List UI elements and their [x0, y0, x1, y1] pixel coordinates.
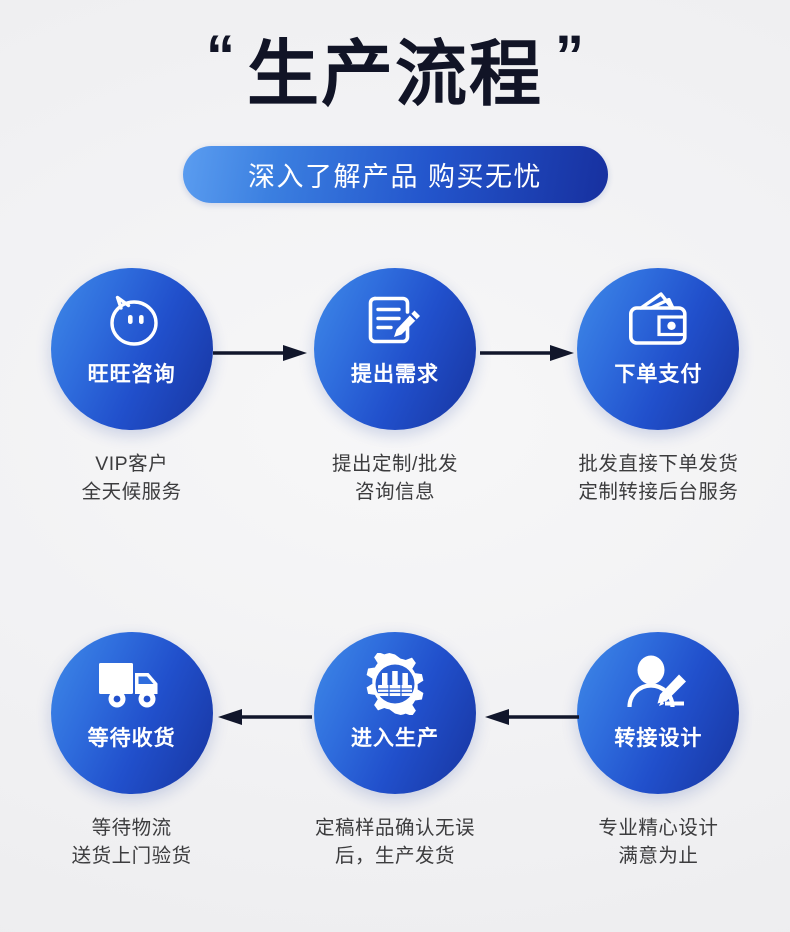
step-caption: 等待物流 送货上门验货: [72, 814, 192, 871]
step-caption: 专业精心设计 满意为止: [598, 814, 718, 871]
step-label: 等待收货: [87, 726, 176, 750]
arrow-step5-to-step4: [216, 706, 312, 728]
step-caption-line1: 定稿样品确认无误: [314, 816, 475, 839]
step-circle: 等待收货: [50, 631, 213, 794]
step-caption-line2: 后，生产发货: [334, 844, 455, 867]
process-flow: 旺旺咨询 VIP客户 全天候服务: [0, 268, 790, 870]
step-caption: 定稿样品确认无误 后，生产发货: [315, 814, 475, 871]
close-quote-mark: ”: [555, 24, 584, 89]
step-caption-line1: 等待物流: [91, 816, 172, 839]
step-caption: 批发直接下单发货 定制转接后台服务: [578, 450, 738, 507]
arrow-step6-to-step5: [483, 706, 579, 728]
process-step-enter-production: 进入生产 定稿样品确认无误 后，生产发货: [263, 631, 526, 871]
step-caption-line1: 提出定制/批发: [332, 453, 458, 475]
wallet-icon: [577, 268, 739, 356]
step-circle: 提出需求: [313, 268, 476, 430]
subtitle-pill: 深入了解产品 购买无忧: [182, 146, 608, 203]
process-step-transfer-design: 转接设计 专业精心设计 满意为止: [527, 631, 790, 871]
process-step-order-payment: 下单支付 批发直接下单发货 定制转接后台服务: [527, 268, 790, 507]
step-label: 下单支付: [614, 363, 703, 386]
step-caption: VIP客户 全天候服务: [82, 450, 182, 507]
page-title: “ 生产流程 ”: [0, 0, 790, 132]
process-step-await-delivery: 等待收货 等待物流 送货上门验货: [0, 631, 263, 871]
wangwang-face-icon: [51, 268, 213, 356]
document-pencil-icon: [314, 268, 476, 356]
step-caption-line2: 全天候服务: [81, 481, 182, 504]
process-step-submit-requirements: 提出需求 提出定制/批发 咨询信息: [263, 268, 526, 507]
step-caption-line2: 送货上门验货: [71, 844, 192, 867]
process-step-wangwang-consult: 旺旺咨询 VIP客户 全天候服务: [0, 268, 263, 507]
step-label: 提出需求: [350, 363, 439, 386]
page-title-text: 生产流程: [246, 35, 543, 115]
step-circle: 下单支付: [577, 268, 740, 430]
step-caption-line2: 咨询信息: [354, 481, 435, 504]
person-pencil-icon: [577, 632, 739, 720]
subtitle-text: 深入了解产品 购买无忧: [247, 162, 542, 192]
step-caption-line2: 满意为止: [618, 844, 699, 867]
step-circle: 转接设计: [577, 631, 740, 794]
step-label: 转接设计: [614, 726, 703, 750]
arrow-step1-to-step2: [213, 342, 309, 364]
step-label: 进入生产: [350, 726, 439, 750]
page-header: “ 生产流程 ” 深入了解产品 购买无忧: [0, 0, 790, 203]
step-caption: 提出定制/批发 咨询信息: [332, 450, 458, 507]
process-row-bottom: 等待收货 等待物流 送货上门验货: [0, 631, 790, 871]
arrow-step2-to-step3: [480, 342, 576, 364]
step-label: 旺旺咨询: [87, 363, 176, 386]
open-quote-mark: “: [205, 24, 235, 89]
subtitle-container: 深入了解产品 购买无忧: [0, 146, 790, 203]
process-row-top: 旺旺咨询 VIP客户 全天候服务: [0, 268, 790, 507]
step-circle: 进入生产: [313, 631, 476, 794]
step-circle: 旺旺咨询: [50, 268, 213, 430]
step-caption-line1: VIP客户: [95, 453, 169, 475]
step-caption-line1: 专业精心设计: [598, 816, 719, 839]
delivery-truck-icon: [51, 632, 213, 720]
gear-factory-icon: [314, 632, 476, 720]
step-caption-line2: 定制转接后台服务: [578, 481, 739, 504]
step-caption-line1: 批发直接下单发货: [578, 453, 739, 475]
